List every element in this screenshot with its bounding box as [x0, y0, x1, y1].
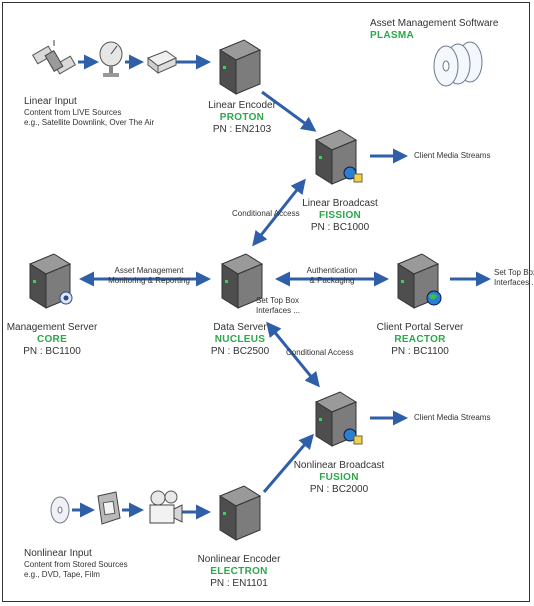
data-server-name: Data Server — [213, 322, 267, 333]
arrow-encoder-to-linear-broadcast — [261, 90, 317, 132]
nonlinear-broadcast-code: FUSION — [319, 472, 359, 483]
stb-interfaces-line2: Interfaces ... — [494, 278, 534, 287]
client-portal-label: Client Portal Server REACTOR PN : BC1100 — [370, 322, 470, 358]
arrow-encoder-to-nonlinear-broadcast — [262, 433, 314, 493]
linear-encoder-server-icon — [218, 39, 262, 95]
asset-management-line1: Asset Management — [114, 266, 184, 275]
nonlinear-broadcast-server-icon — [314, 391, 363, 447]
nonlinear-encoder-pn: PN : EN1101 — [210, 578, 268, 589]
nonlinear-encoder-label: Nonlinear Encoder ELECTRON PN : EN1101 — [194, 554, 284, 590]
stb-interfaces-label: Set Top Box Interfaces ... — [494, 268, 534, 288]
linear-input-line1: Content from LIVE Sources — [24, 108, 122, 117]
client-streams-label-2: Client Media Streams — [414, 413, 491, 422]
nonlinear-broadcast-label: Nonlinear Broadcast FUSION PN : BC2000 — [284, 460, 394, 496]
linear-input-title: Linear Input — [24, 96, 77, 107]
linear-broadcast-label: Linear Broadcast FISSION PN : BC1000 — [290, 198, 390, 234]
linear-broadcast-code: FISSION — [318, 210, 362, 221]
diagram-frame — [2, 2, 530, 602]
client-streams-label-1: Client Media Streams — [414, 151, 491, 160]
data-server-pn: PN : BC2500 — [210, 346, 270, 357]
software-title: Asset Management Software — [370, 18, 499, 29]
client-portal-code: REACTOR — [394, 334, 446, 345]
software-label: Asset Management Software PLASMA — [370, 18, 498, 42]
management-server-label: Management Server CORE PN : BC1100 — [6, 322, 98, 358]
linear-broadcast-name: Linear Broadcast — [302, 198, 378, 209]
software-code: PLASMA — [370, 30, 415, 41]
data-server-code: NUCLEUS — [214, 334, 266, 345]
asset-management-line2: Monitoring & Reporting — [108, 276, 190, 285]
nonlinear-encoder-code: ELECTRON — [210, 566, 268, 577]
linear-broadcast-server-icon — [314, 129, 363, 185]
linear-input-label: Linear Input Content from LIVE Sources e… — [24, 96, 154, 128]
stb-data-line2: Interfaces ... — [256, 306, 301, 315]
management-server-name: Management Server — [6, 322, 98, 333]
asset-management-label: Asset Management Monitoring & Reporting — [106, 266, 192, 286]
film-camera-icon — [149, 490, 183, 524]
stb-interfaces-line1: Set Top Box — [494, 268, 534, 277]
nonlinear-encoder-server-icon — [218, 485, 262, 541]
nonlinear-broadcast-name: Nonlinear Broadcast — [293, 460, 385, 471]
linear-encoder-name: Linear Encoder — [208, 100, 276, 111]
client-portal-name: Client Portal Server — [376, 322, 464, 333]
nonlinear-broadcast-pn: PN : BC2000 — [309, 484, 369, 495]
receiver-box-icon — [147, 50, 178, 75]
data-server-icon — [220, 253, 264, 309]
client-portal-server-icon — [396, 253, 442, 309]
conditional-access-label-1: Conditional Access — [232, 209, 300, 218]
nonlinear-encoder-name: Nonlinear Encoder — [197, 554, 281, 565]
data-server-label: Data Server NUCLEUS PN : BC2500 — [200, 322, 280, 358]
dvd-icon — [50, 496, 70, 524]
software-discs-icon — [433, 41, 483, 87]
linear-encoder-code: PROTON — [219, 112, 265, 123]
stb-data-label: Set Top Box Interfaces ... — [256, 296, 300, 316]
nonlinear-input-label: Nonlinear Input Content from Stored Sour… — [24, 548, 128, 580]
stb-data-line1: Set Top Box — [256, 296, 299, 305]
arrow-conditional-access-lower — [266, 321, 320, 388]
linear-encoder-pn: PN : EN2103 — [212, 124, 272, 135]
satellite-dish-icon — [99, 41, 123, 77]
satellite-icon — [32, 40, 76, 75]
nonlinear-input-line2: e.g., DVD, Tape, Film — [24, 570, 100, 579]
management-server-pn: PN : BC1100 — [23, 346, 81, 357]
linear-input-line2: e.g., Satellite Downlink, Over The Air — [24, 118, 155, 127]
management-server-code: CORE — [36, 334, 68, 345]
nonlinear-input-line1: Content from Stored Sources — [24, 560, 128, 569]
conditional-access-label-2: Conditional Access — [286, 348, 354, 357]
nonlinear-input-title: Nonlinear Input — [24, 548, 92, 559]
authentication-line2: & Packaging — [309, 276, 355, 285]
authentication-line1: Authentication — [306, 266, 358, 275]
authentication-label: Authentication & Packaging — [296, 266, 368, 286]
linear-encoder-label: Linear Encoder PROTON PN : EN2103 — [204, 100, 280, 136]
client-portal-pn: PN : BC1100 — [391, 346, 449, 357]
linear-broadcast-pn: PN : BC1000 — [310, 222, 370, 233]
arrow-conditional-access-upper — [252, 178, 306, 247]
management-server-icon — [28, 253, 73, 309]
tape-icon — [97, 491, 121, 525]
